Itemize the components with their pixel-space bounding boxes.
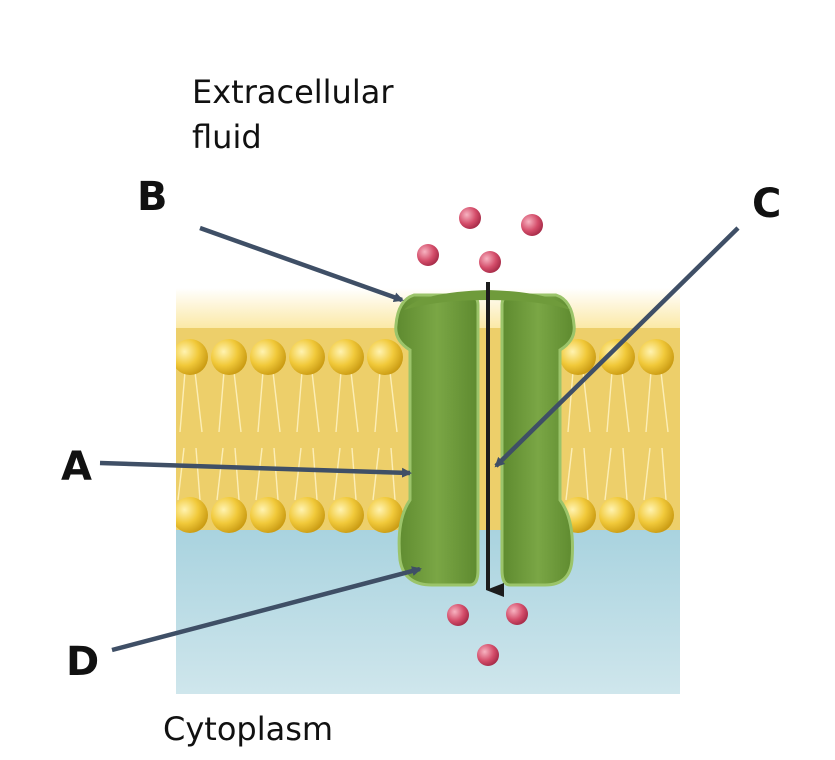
phospholipid-head bbox=[289, 339, 325, 375]
phospholipid-head bbox=[560, 339, 596, 375]
phospholipid-head bbox=[367, 497, 403, 533]
extracellular-label-line1: Extracellular bbox=[192, 73, 394, 111]
label-d: D bbox=[66, 639, 99, 685]
phospholipid-head bbox=[367, 339, 403, 375]
phospholipid-head bbox=[599, 497, 635, 533]
label-c: C bbox=[752, 181, 781, 227]
pointer-arrow-c bbox=[494, 226, 740, 468]
lipid-tail bbox=[389, 371, 398, 433]
phospholipid-head bbox=[328, 339, 364, 375]
phospholipid-head bbox=[176, 339, 208, 375]
solute-molecule bbox=[459, 207, 481, 229]
lipid-tail bbox=[335, 371, 342, 433]
lipid-tail bbox=[606, 371, 613, 433]
pointer-arrow-d bbox=[111, 566, 422, 653]
lipid-tail bbox=[645, 371, 652, 433]
label-b: B bbox=[137, 174, 168, 220]
lipid-tail bbox=[622, 447, 628, 501]
lipid-tail bbox=[333, 447, 341, 501]
phospholipid-heads-outer-layer bbox=[176, 339, 674, 375]
lipid-tail bbox=[604, 447, 612, 501]
lipid-tail bbox=[272, 371, 281, 433]
lipid-tail bbox=[257, 371, 264, 433]
lipid-tail bbox=[567, 371, 574, 433]
label-a: A bbox=[61, 444, 92, 490]
lipid-tail bbox=[179, 371, 186, 433]
lipid-tail bbox=[583, 447, 589, 501]
phospholipid-head bbox=[638, 497, 674, 533]
lipid-tail bbox=[351, 447, 357, 501]
lipid-tail bbox=[350, 371, 359, 433]
lipid-tail bbox=[216, 447, 224, 501]
lipid-tail bbox=[195, 447, 201, 501]
lipid-tail bbox=[255, 447, 263, 501]
phospholipid-head bbox=[289, 497, 325, 533]
lipid-tail bbox=[294, 447, 302, 501]
lipid-tail bbox=[643, 447, 651, 501]
phospholipid-head bbox=[250, 497, 286, 533]
lipid-tail bbox=[234, 447, 240, 501]
phospholipid-head bbox=[638, 339, 674, 375]
pointer-arrow-b bbox=[199, 225, 404, 303]
phospholipid-head bbox=[211, 497, 247, 533]
extracellular-label-line2: fluid bbox=[192, 118, 262, 156]
phospholipid-head bbox=[176, 497, 208, 533]
lipid-tail bbox=[621, 371, 630, 433]
lipid-tail bbox=[194, 371, 203, 433]
solute-molecule bbox=[506, 603, 528, 625]
phospholipid-head bbox=[599, 339, 635, 375]
channel-protein-right-subunit bbox=[500, 293, 576, 587]
lipid-tails bbox=[177, 371, 669, 501]
lipid-tail bbox=[233, 371, 242, 433]
pointer-arrow-a bbox=[99, 460, 412, 478]
phospholipid-head bbox=[328, 497, 364, 533]
phospholipid-head bbox=[250, 339, 286, 375]
lipid-tail bbox=[177, 447, 185, 501]
lipid-tail bbox=[660, 371, 669, 433]
solute-molecule bbox=[521, 214, 543, 236]
phospholipid-head bbox=[211, 339, 247, 375]
solute-molecule bbox=[447, 604, 469, 626]
lipid-tail bbox=[311, 371, 320, 433]
solute-molecules bbox=[417, 207, 543, 666]
cytoplasm-label: Cytoplasm bbox=[163, 710, 333, 748]
lipid-tail bbox=[661, 447, 667, 501]
channel-protein-left-subunit bbox=[394, 293, 480, 587]
lipid-tail bbox=[312, 447, 318, 501]
solute-molecule bbox=[477, 644, 499, 666]
lipid-tail bbox=[273, 447, 279, 501]
lipid-tail bbox=[374, 371, 381, 433]
channel-protein bbox=[394, 290, 576, 587]
solute-molecule bbox=[417, 244, 439, 266]
lipid-tail bbox=[565, 447, 573, 501]
solute-molecule bbox=[479, 251, 501, 273]
lipid-tail bbox=[296, 371, 303, 433]
lipid-tail bbox=[218, 371, 225, 433]
